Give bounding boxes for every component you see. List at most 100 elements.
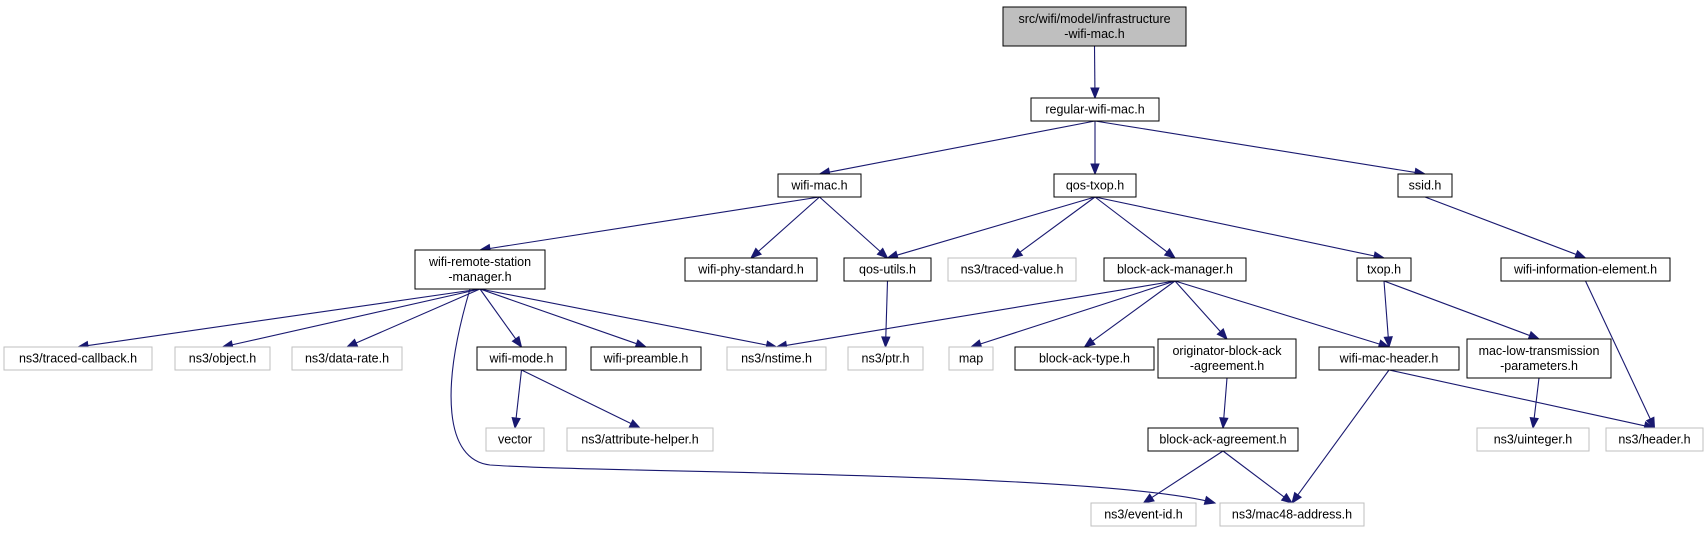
edge-block-ack-manager-to-map: [969, 280, 1176, 349]
edge-arrowhead: [628, 419, 642, 429]
node-traced-value: ns3/traced-value.h: [947, 257, 1077, 282]
node-label: wifi-mac-header.h: [1339, 352, 1439, 366]
node-wifi-mac-root[interactable]: src/wifi/model/infrastructure-wifi-mac.h: [1002, 6, 1187, 47]
node-object: ns3/object.h: [174, 346, 271, 371]
edge-line: [1383, 280, 1389, 339]
node-block-ack-manager[interactable]: block-ack-manager.h: [1103, 257, 1247, 282]
edges-layer: [76, 45, 1656, 505]
node-mac-low-transmission-parameters[interactable]: mac-low-transmission-parameters.h: [1466, 338, 1612, 379]
node-wifi-mac-header[interactable]: wifi-mac-header.h: [1318, 346, 1460, 371]
edge-arrowhead: [1574, 249, 1587, 259]
node-wifi-preamble[interactable]: wifi-preamble.h: [590, 346, 702, 371]
node-label: wifi-remote-station: [428, 255, 531, 269]
node-block-ack-agreement[interactable]: block-ack-agreement.h: [1147, 427, 1299, 452]
edge-wifi-remote-station-manager-to-data-rate: [345, 288, 481, 348]
node-wifi-mac[interactable]: wifi-mac.h: [777, 173, 862, 198]
node-wifi-mode[interactable]: wifi-mode.h: [476, 346, 567, 371]
node-box: [1219, 502, 1365, 527]
edge-wifi-mode-to-attribute-helper: [521, 369, 642, 429]
node-box: [847, 346, 924, 371]
edge-block-ack-manager-to-wifi-mac-header: [1174, 280, 1391, 349]
node-map: map: [948, 346, 994, 371]
node-label: ns3/header.h: [1618, 433, 1690, 447]
node-box: [485, 427, 545, 452]
edge-wifi-mac-root-to-regular-wifi-mac: [1090, 45, 1100, 100]
edge-wifi-remote-station-manager-to-nstime: [479, 288, 778, 350]
edge-arrowhead: [345, 338, 359, 348]
node-box: [590, 346, 702, 371]
edge-arrowhead: [511, 417, 521, 430]
edge-wifi-mac-to-wifi-remote-station-manager: [478, 196, 820, 254]
edge-regular-wifi-mac-to-qos-txop: [1090, 121, 1100, 176]
node-box: [1090, 502, 1197, 527]
node-box: [414, 249, 546, 290]
edge-line: [1424, 196, 1578, 256]
edge-line: [479, 288, 517, 341]
node-label: wifi-preamble.h: [603, 352, 689, 366]
node-nstime: ns3/nstime.h: [726, 346, 827, 371]
node-data-rate: ns3/data-rate.h: [291, 346, 403, 371]
edge-arrowhead: [634, 339, 648, 349]
node-box: [843, 257, 932, 282]
node-box: [1356, 257, 1412, 282]
edge-arrowhead: [876, 247, 889, 259]
node-label: -wifi-mac.h: [1064, 27, 1124, 41]
edge-arrowhead: [881, 336, 891, 349]
node-box: [1476, 427, 1590, 452]
node-wifi-remote-station-manager[interactable]: wifi-remote-station-manager.h: [414, 249, 546, 290]
node-ssid[interactable]: ssid.h: [1397, 173, 1453, 198]
node-label: originator-block-ack: [1172, 344, 1282, 358]
node-box: [566, 427, 714, 452]
edge-block-ack-agreement-to-mac48-address: [1222, 450, 1294, 504]
node-regular-wifi-mac[interactable]: regular-wifi-mac.h: [1030, 97, 1160, 122]
node-block-ack-type[interactable]: block-ack-type.h: [1014, 346, 1155, 371]
edge-arrowhead: [1203, 495, 1217, 505]
nodes-layer: src/wifi/model/infrastructure-wifi-mac.h…: [3, 6, 1704, 527]
node-wifi-information-element[interactable]: wifi-information-element.h: [1500, 257, 1671, 282]
node-mac48-address: ns3/mac48-address.h: [1219, 502, 1365, 527]
node-qos-utils[interactable]: qos-utils.h: [843, 257, 932, 282]
edge-line: [1533, 377, 1540, 420]
node-txop[interactable]: txop.h: [1356, 257, 1412, 282]
node-box: [726, 346, 827, 371]
edge-line: [1585, 280, 1652, 421]
node-traced-callback: ns3/traced-callback.h: [3, 346, 153, 371]
edge-arrowhead: [1219, 417, 1229, 430]
node-vector: vector: [485, 427, 545, 452]
edge-line: [979, 280, 1176, 345]
edge-regular-wifi-mac-to-ssid: [1094, 120, 1427, 178]
edge-qos-txop-to-qos-utils: [886, 196, 1096, 260]
node-label: src/wifi/model/infrastructure: [1018, 12, 1170, 26]
node-label: wifi-mac.h: [790, 179, 847, 193]
node-wifi-phy-standard[interactable]: wifi-phy-standard.h: [684, 257, 818, 282]
edge-wifi-remote-station-manager-to-traced-callback: [76, 288, 481, 351]
edge-line: [488, 196, 820, 250]
node-label: ns3/event-id.h: [1104, 508, 1183, 522]
edge-qos-txop-to-block-ack-manager: [1094, 196, 1177, 259]
edge-line: [1174, 280, 1222, 333]
node-box: [1103, 257, 1247, 282]
edge-line: [231, 288, 481, 346]
edge-line: [515, 369, 523, 420]
node-label: ns3/uinteger.h: [1494, 433, 1573, 447]
node-box: [1147, 427, 1299, 452]
edge-regular-wifi-mac-to-wifi-mac: [818, 120, 1096, 177]
edge-txop-to-mac-low-transmission-parameters: [1383, 280, 1541, 340]
edge-line: [1094, 120, 1417, 174]
edge-wifi-mac-header-to-mac48-address: [1291, 369, 1390, 505]
node-box: [1500, 257, 1671, 282]
node-label: qos-txop.h: [1066, 179, 1124, 193]
node-label: ns3/traced-callback.h: [19, 352, 137, 366]
edge-arrowhead: [1090, 163, 1100, 176]
edge-line: [757, 196, 820, 253]
node-label: -agreement.h: [1190, 359, 1264, 373]
edge-line: [828, 120, 1096, 173]
edge-line: [1222, 450, 1286, 499]
edge-wifi-mac-to-wifi-phy-standard: [749, 196, 820, 259]
node-originator-block-ack-agreement[interactable]: originator-block-ack-agreement.h: [1157, 338, 1297, 379]
node-qos-txop[interactable]: qos-txop.h: [1053, 173, 1137, 198]
node-label: ns3/traced-value.h: [961, 263, 1064, 277]
edge-arrowhead: [1090, 87, 1100, 100]
node-label: -parameters.h: [1500, 359, 1578, 373]
node-event-id: ns3/event-id.h: [1090, 502, 1197, 527]
